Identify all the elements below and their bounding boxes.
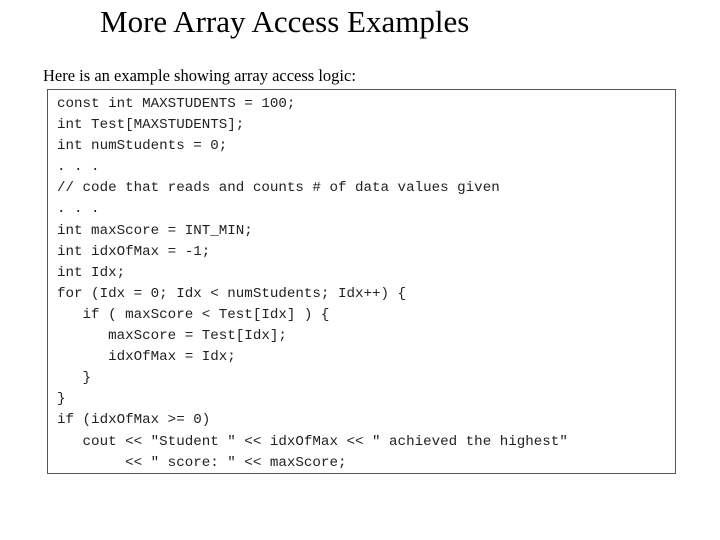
code-line: const int MAXSTUDENTS = 100; — [57, 96, 296, 112]
code-line: if (idxOfMax >= 0) — [57, 412, 211, 429]
code-line: idxOfMax = Idx; — [57, 349, 236, 366]
code-block: const int MAXSTUDENTS = 100; int Test[MA… — [47, 89, 676, 474]
code-line: } — [57, 370, 92, 387]
code-line: int idxOfMax = -1; — [57, 243, 211, 260]
code-lines: const int MAXSTUDENTS = 100; int Test[MA… — [57, 94, 568, 474]
code-line: int Idx; — [57, 264, 126, 281]
code-line: int Test[MAXSTUDENTS]; — [57, 117, 245, 134]
intro-text: Here is an example showing array access … — [43, 66, 356, 85]
code-line: cout << "Student " << idxOfMax << " achi… — [57, 433, 568, 450]
code-line: // code that reads and counts # of data … — [57, 180, 500, 197]
code-line: . . . — [57, 159, 100, 176]
code-line: if ( maxScore < Test[Idx] ) { — [57, 306, 330, 323]
code-line: . . . — [57, 201, 100, 218]
code-line: for (Idx = 0; Idx < numStudents; Idx++) … — [57, 285, 407, 302]
code-line: int numStudents = 0; — [57, 138, 228, 155]
code-line: maxScore = Test[Idx]; — [57, 328, 287, 345]
code-line: << " score: " << maxScore; — [57, 454, 347, 471]
code-line: int maxScore = INT_MIN; — [57, 222, 253, 239]
code-line: } — [57, 391, 66, 408]
slide-title: More Array Access Examples — [100, 4, 470, 39]
